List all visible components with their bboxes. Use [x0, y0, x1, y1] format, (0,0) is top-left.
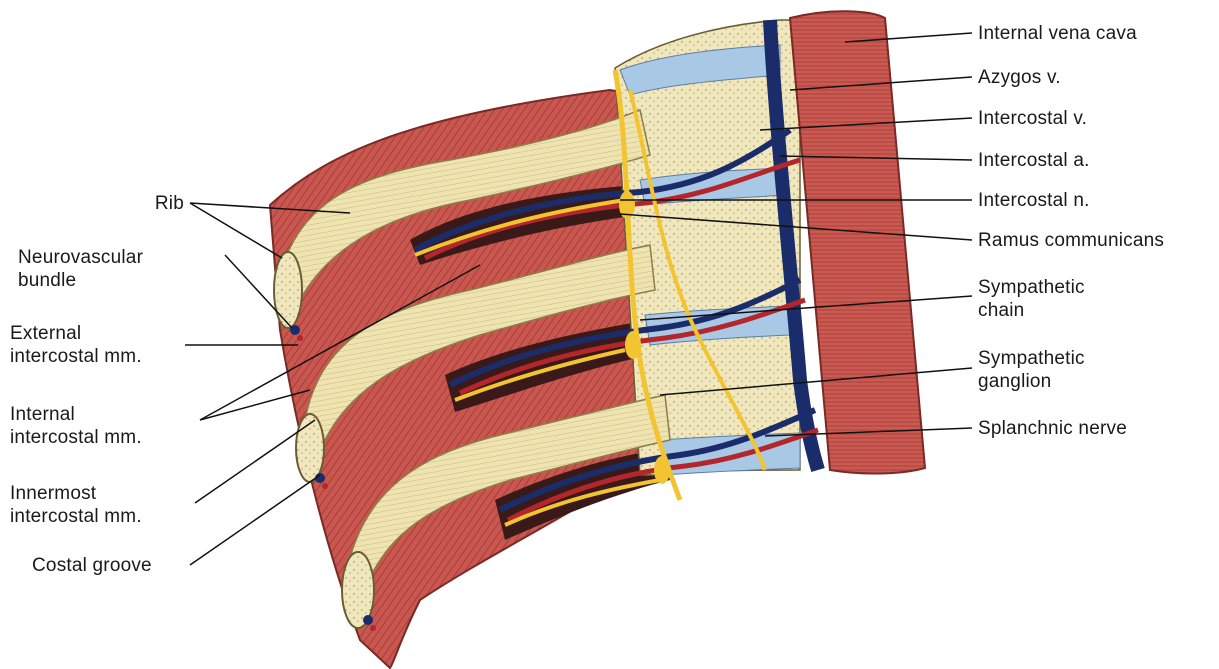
sympathetic-ganglion-shape-3: [654, 456, 670, 484]
label-azygos-v-text: Azygos v.: [978, 67, 1061, 88]
label-sympathetic-ganglion-line2: ganglion: [978, 371, 1052, 392]
intercostal-space-middle: [445, 320, 650, 412]
label-external-intercostal: External intercostal mm.: [10, 322, 142, 368]
sympathetic-ganglion-shape-1: [619, 191, 635, 219]
intercostal-nerve-3: [504, 478, 661, 527]
rib-section-3: [341, 551, 375, 629]
label-intercostal-v: Intercostal v.: [978, 107, 1087, 130]
label-ramus-communicans: Ramus communicans: [978, 229, 1164, 252]
neurovascular-bundle-section-3: [363, 615, 373, 625]
label-sympathetic-chain: Sympathetic chain: [978, 276, 1085, 322]
intercostal-vessels: [413, 127, 819, 523]
label-costal-groove-text: Costal groove: [32, 555, 152, 576]
label-external-intercostal-line2: intercostal mm.: [10, 346, 142, 367]
label-sympathetic-chain-line2: chain: [978, 300, 1025, 321]
label-splanchnic-nerve-text: Splanchnic nerve: [978, 418, 1127, 439]
intercostal-space-upper: [410, 185, 640, 265]
label-innermost-intercostal: Innermost intercostal mm.: [10, 482, 142, 528]
label-innermost-intercostal-line1: Innermost: [10, 483, 97, 504]
label-neurovascular-bundle-line1: Neurovascular: [18, 247, 144, 268]
label-costal-groove: Costal groove: [32, 554, 152, 577]
left-leader-lines: [185, 202, 481, 566]
neurovascular-bundle-section-2: [315, 473, 325, 483]
sympathetic-ganglion-shape-2: [625, 331, 641, 359]
label-sympathetic-ganglion: Sympathetic ganglion: [978, 347, 1085, 393]
label-external-intercostal-line1: External: [10, 323, 82, 344]
label-innermost-intercostal-line2: intercostal mm.: [10, 506, 142, 527]
label-intercostal-n: Intercostal n.: [978, 189, 1090, 212]
label-intercostal-a: Intercostal a.: [978, 149, 1090, 172]
label-internal-intercostal-line1: Internal: [10, 404, 75, 425]
splanchnic-nerve: [628, 89, 767, 471]
label-sympathetic-ganglion-line1: Sympathetic: [978, 348, 1085, 369]
right-leader-lines: [619, 32, 973, 437]
label-intercostal-n-text: Intercostal n.: [978, 190, 1090, 211]
intercostal-space-lower: [495, 448, 670, 540]
label-internal-intercostal: Internal intercostal mm.: [10, 403, 142, 449]
label-ramus-communicans-text: Ramus communicans: [978, 230, 1165, 251]
label-rib-text: Rib: [154, 193, 184, 214]
label-neurovascular-bundle-line2: bundle: [18, 270, 77, 291]
intercostal-nerve-1: [414, 198, 626, 257]
label-internal-vena-cava-text: Internal vena cava: [978, 23, 1137, 44]
label-intercostal-v-text: Intercostal v.: [978, 108, 1088, 129]
label-rib: Rib: [100, 192, 184, 215]
label-internal-vena-cava: Internal vena cava: [978, 22, 1137, 45]
nerves: [414, 69, 767, 527]
rib-1: [279, 108, 651, 302]
label-azygos-v: Azygos v.: [978, 66, 1061, 89]
ribs: [279, 108, 671, 592]
rib-section-1: [273, 251, 303, 329]
label-intercostal-a-text: Intercostal a.: [978, 150, 1090, 171]
label-splanchnic-nerve: Splanchnic nerve: [978, 417, 1127, 440]
label-neurovascular-bundle: Neurovascular bundle: [18, 246, 143, 292]
label-internal-intercostal-line2: intercostal mm.: [10, 427, 142, 448]
label-sympathetic-chain-line1: Sympathetic: [978, 277, 1085, 298]
intercostal-nerve-2: [454, 348, 626, 402]
